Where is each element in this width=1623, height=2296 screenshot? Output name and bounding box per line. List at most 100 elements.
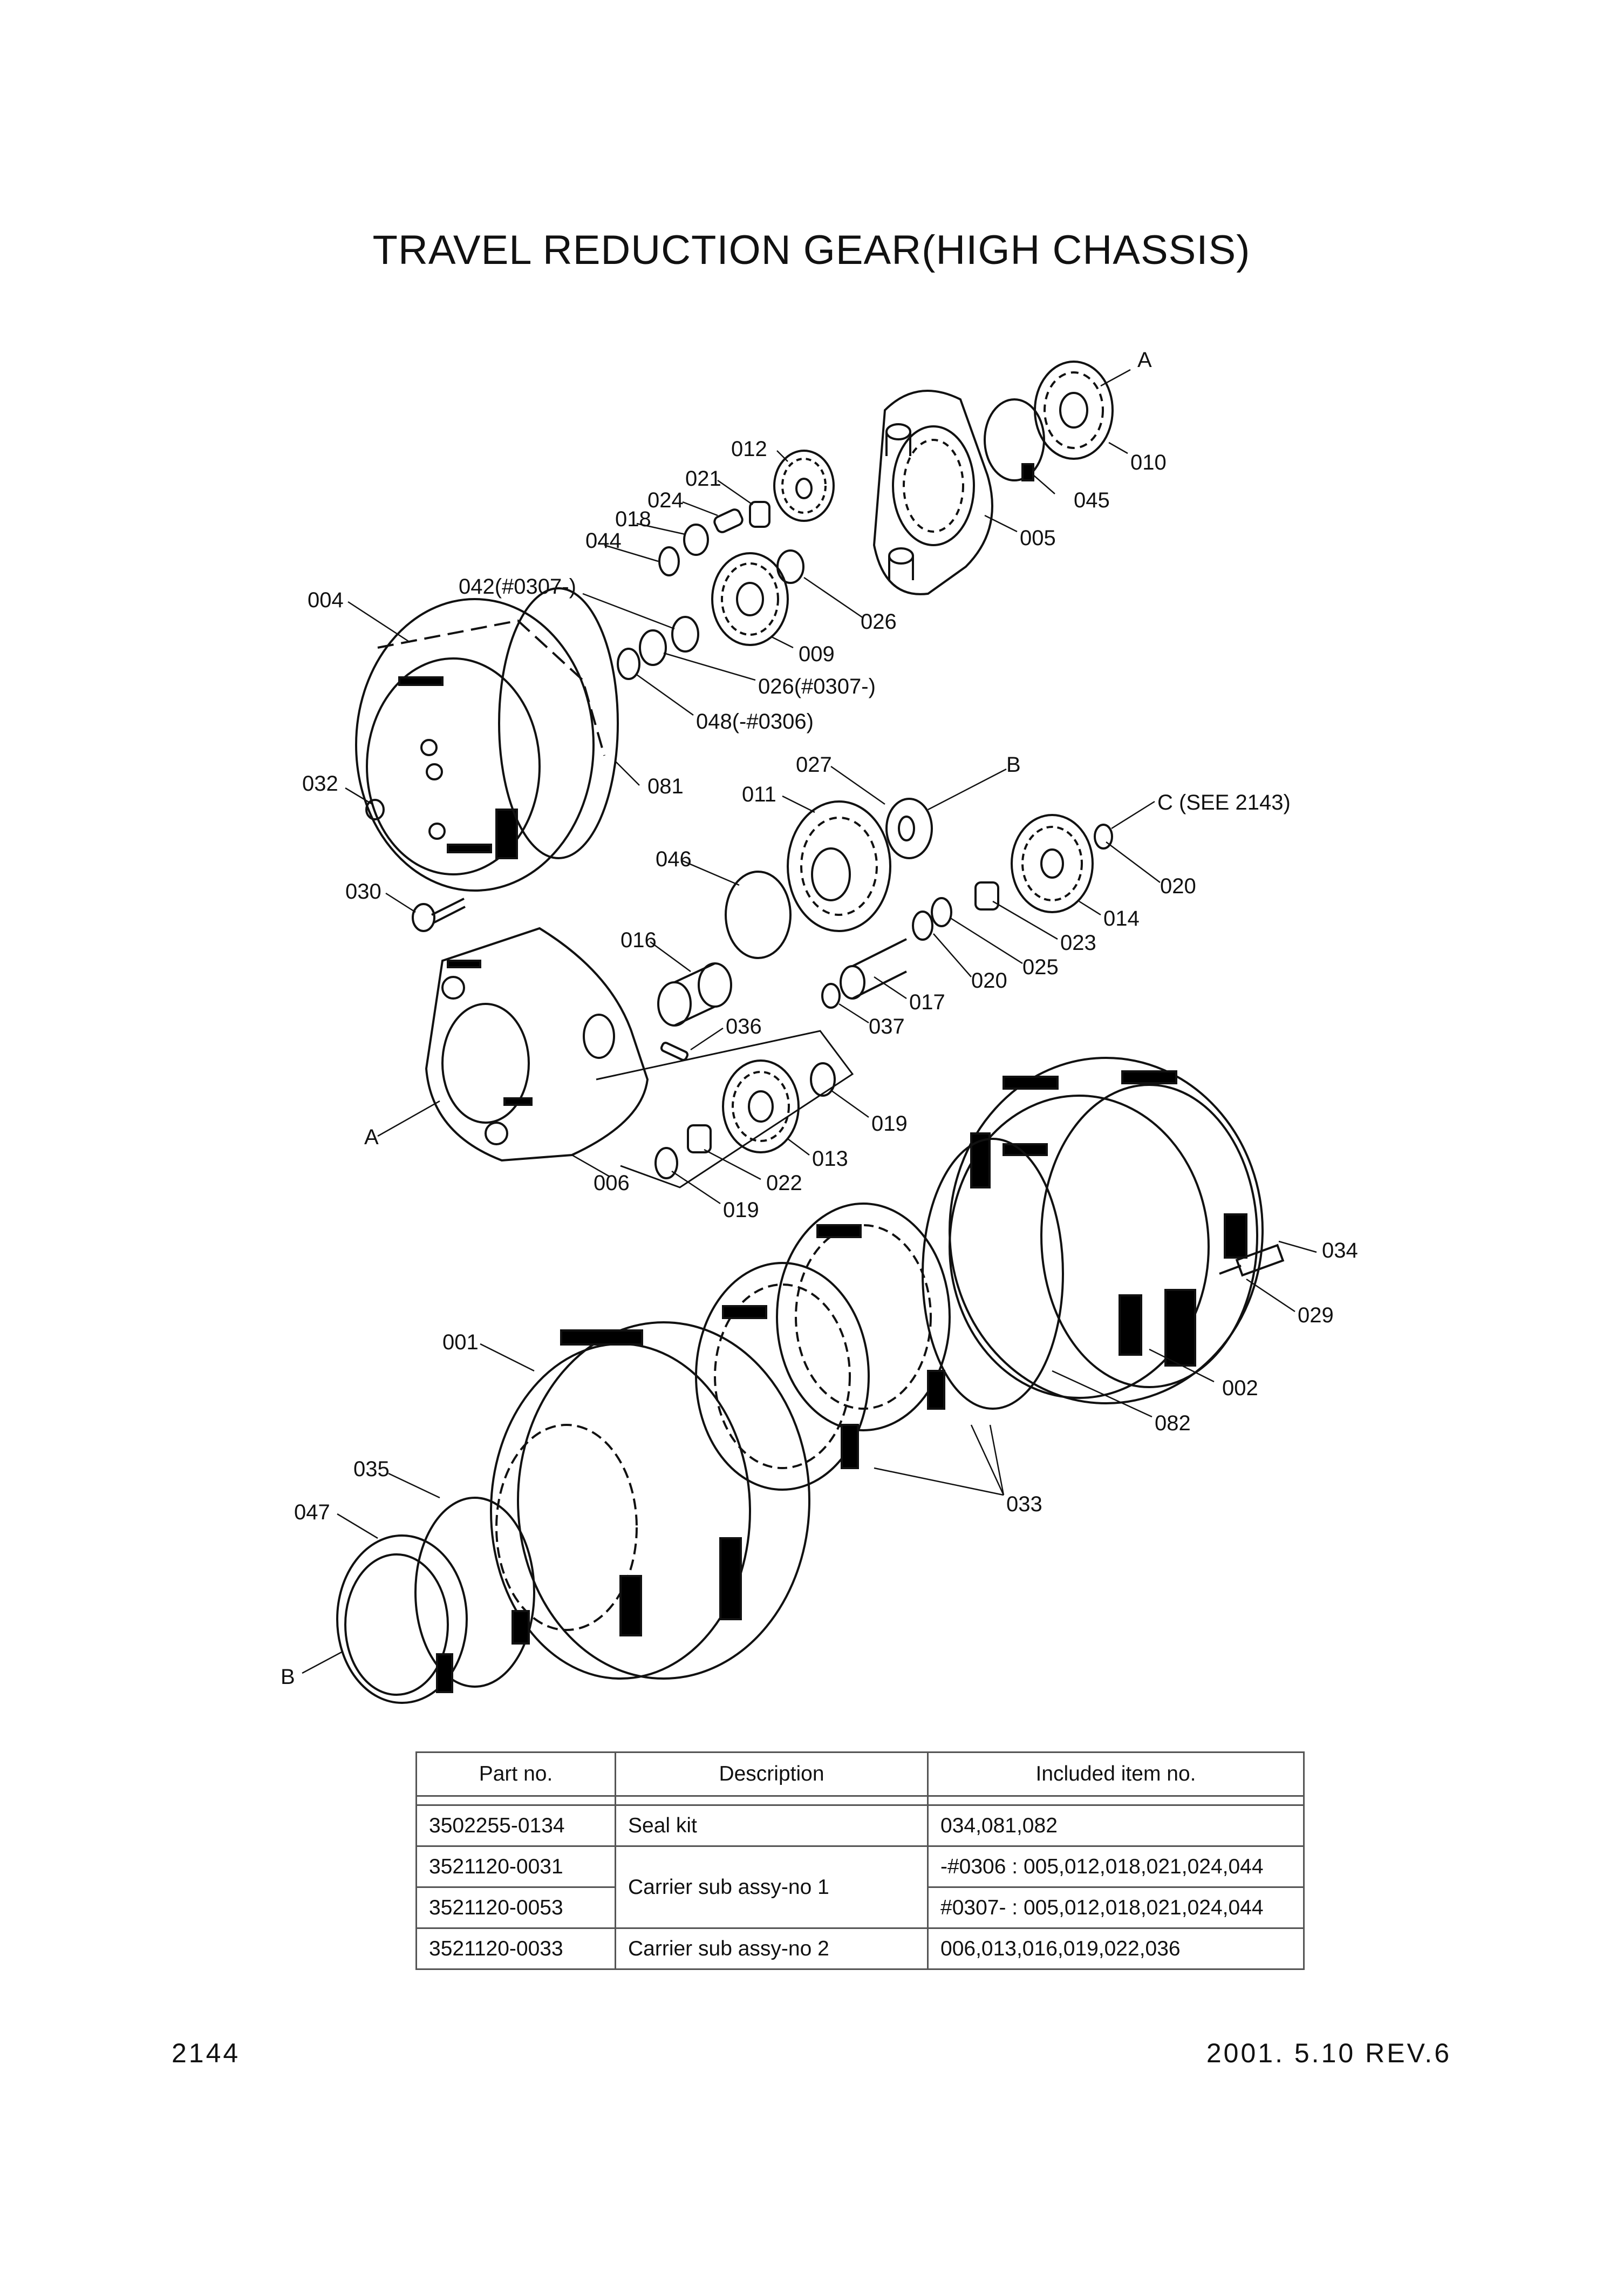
callout: 029 [1298,1303,1334,1327]
parts-table: Part no. Description Included item no. 3… [415,1751,1305,1970]
callout: 034 [1322,1239,1358,1262]
callout: 027 [796,753,832,777]
table-row: 3521120-0031 Carrier sub assy-no 1 -#030… [415,1845,1305,1929]
callout: 082 [1155,1411,1191,1435]
callout: A [364,1125,379,1149]
snap-ring-046 [725,871,792,959]
callout: 023 [1060,931,1096,955]
gear-012 [773,450,835,522]
washer-026 [776,549,804,584]
table-row: 3521120-0053 #0307- : 005,012,018,021,02… [415,1886,1305,1929]
callout: 026 [861,610,897,634]
shaft-017 [840,938,907,1000]
gear-009 [711,552,789,646]
callout: 030 [345,880,381,904]
bolt-029 [1219,1244,1285,1277]
hub-004 [355,598,605,892]
hub-001 [490,1321,810,1680]
callout: 036 [726,1015,762,1038]
pin-036 [660,1042,689,1061]
ring-044 [658,546,680,576]
included-items: -#0306 : 005,012,018,021,024,044 [927,1845,1305,1888]
part-number: 3521120-0031 [415,1845,616,1888]
callout: 010 [1130,451,1167,474]
part-number: 3521120-0053 [415,1886,616,1929]
part-description: Carrier sub assy-no 2 [615,1927,929,1970]
washer-019-upper [810,1062,836,1097]
callout: 013 [812,1147,848,1171]
included-items: 006,013,016,019,022,036 [927,1927,1305,1970]
callout: 009 [799,642,835,666]
page-title: TRAVEL REDUCTION GEAR(HIGH CHASSIS) [372,227,1251,273]
table-row: 3521120-0033 Carrier sub assy-no 2 006,0… [415,1927,1305,1970]
callout: 047 [294,1500,330,1524]
part-description: Carrier sub assy-no 1 [615,1845,929,1929]
ring-020-lower [912,911,933,941]
revision-date: 2001. 5.10 REV.6 [1206,2038,1451,2068]
included-items: 034,081,082 [927,1804,1305,1847]
shaft-016 [657,962,732,1027]
callout: 014 [1103,907,1140,930]
callout: 019 [871,1112,908,1136]
callout: 024 [647,488,684,512]
callout: 012 [731,437,767,461]
part-number: 3502255-0134 [415,1804,616,1847]
callout: 025 [1022,955,1059,979]
plug-032 [365,799,385,820]
callout: B [1006,753,1021,777]
callout: 006 [594,1171,630,1195]
washers-042-026 [617,616,699,680]
snap-ring-047 [336,1534,468,1704]
callout: 032 [302,772,338,796]
part-number: 3521120-0033 [415,1927,616,1970]
bolt-030 [412,898,466,932]
gear-013 [722,1059,800,1153]
callout: 026(#0307-) [758,675,876,698]
callout: 002 [1222,1376,1258,1400]
callout: A [1137,348,1152,372]
callout: 044 [585,529,622,553]
callout: 042(#0307-) [459,575,576,599]
callout: 016 [620,928,657,952]
housing-002 [949,1057,1264,1404]
callout: 021 [685,467,721,491]
table-row: 3502255-0134 Seal kit 034,081,082 [415,1804,1305,1847]
callout: 017 [909,990,945,1014]
header-included-items: Included item no. [927,1751,1305,1797]
ring-037 [821,983,841,1009]
callout: 004 [308,588,344,612]
snap-ring-045 [984,398,1045,481]
header-part-no: Part no. [415,1751,616,1797]
callout-labels: A 010 045 005 012 021 024 018 044 026 00… [281,348,1358,1689]
callout: 037 [869,1015,905,1038]
ring-035 [414,1497,535,1688]
gear-014 [1011,814,1094,913]
part-description: Seal kit [615,1804,929,1847]
callout: B [281,1665,295,1689]
page-number: 2144 [172,2038,241,2068]
washer-025 [931,897,952,927]
o-ring-081 [498,587,619,859]
callout: 020 [1160,874,1196,898]
carrier-005 [872,390,993,595]
ring-020-upper [1094,824,1113,850]
table-spacer [415,1796,1305,1806]
callout: 020 [971,969,1007,993]
callout: 011 [742,783,776,806]
callout: 022 [766,1171,802,1195]
callout: 005 [1020,526,1056,550]
washer-027 [885,798,933,859]
header-description: Description [615,1751,929,1797]
callout: 046 [656,847,692,871]
needle-bearing-021 [749,501,770,528]
callout: C (SEE 2143) [1157,791,1291,814]
washer-018 [683,524,709,556]
gear-011 [787,800,891,932]
needle-bearing-023 [974,881,999,911]
carrier-006 [425,927,649,1162]
carrier-assembly-outline [596,1030,854,1188]
pin-024 [713,508,744,533]
callout: 048(-#0306) [696,710,814,733]
washer-019-lower [654,1147,678,1179]
